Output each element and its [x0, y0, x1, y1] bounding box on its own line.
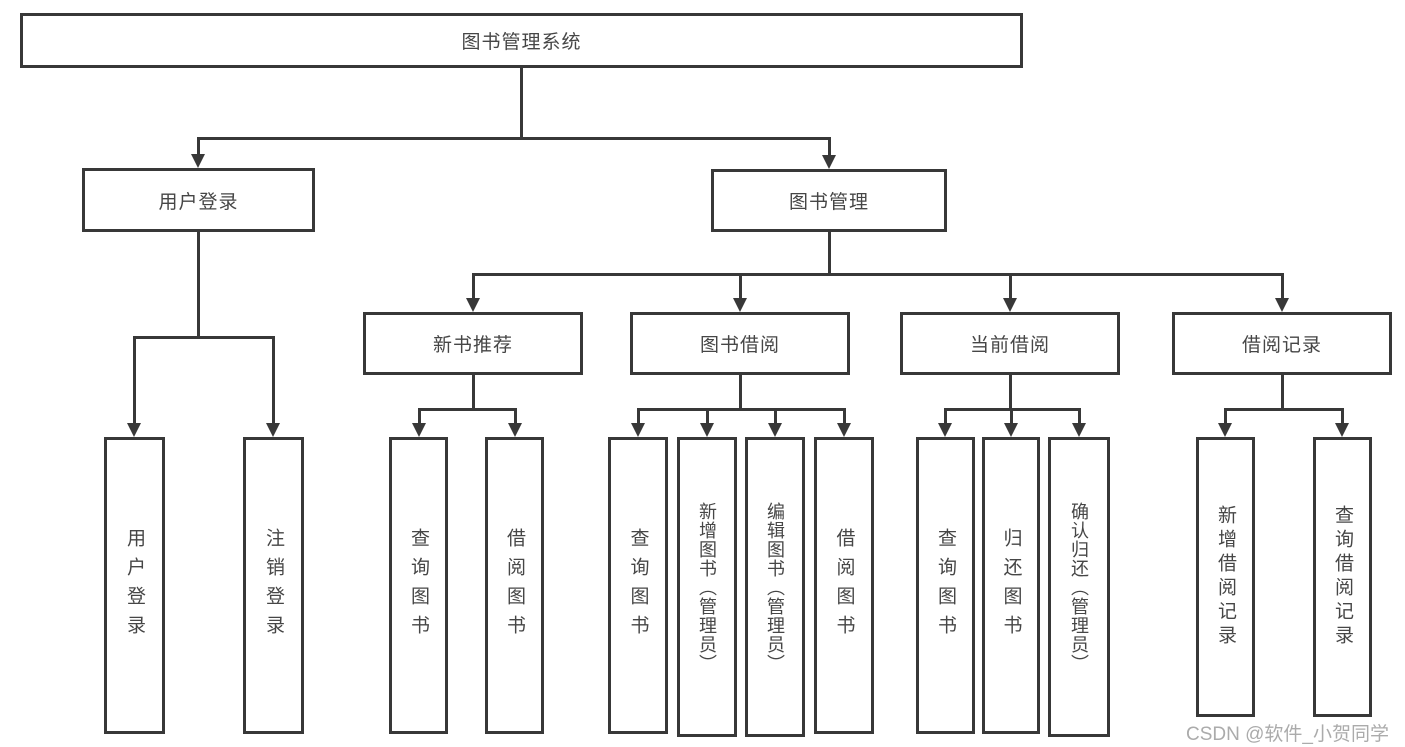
arrowhead-g3l2 [700, 423, 714, 437]
leaf-logout-label: 注销登录 [263, 527, 284, 644]
node-user-login: 用户登录 [82, 168, 315, 232]
drop-borrow-records [1281, 273, 1284, 301]
drop-g4l1 [944, 408, 947, 426]
watermark: CSDN @软件_小贺同学 [1186, 724, 1389, 745]
node-library-system: 图书管理系统 [20, 13, 1023, 68]
bracket-book-mgmt [472, 273, 1284, 276]
bracket-level2 [197, 137, 831, 140]
connector-user-login-stem [197, 232, 200, 336]
arrowhead-book-mgmt [822, 155, 836, 169]
drop-g4l3 [1078, 408, 1081, 426]
arrowhead-g5l2 [1335, 423, 1349, 437]
leaf-return-books-label: 归还图书 [1000, 527, 1022, 644]
arrowhead-g4l3 [1072, 423, 1086, 437]
drop-g2l2 [514, 408, 517, 426]
node-book-borrowing: 图书借阅 [630, 312, 850, 375]
arrowhead-g5l1 [1218, 423, 1232, 437]
arrowhead-borrow-records [1275, 298, 1289, 312]
node-book-management: 图书管理 [711, 169, 947, 232]
connector-borrow-records-stem [1281, 375, 1284, 408]
leaf-add-borrow-record: 新增借阅记录 [1196, 437, 1255, 717]
node-user-login-label: 用户登录 [158, 191, 239, 213]
leaf-user-login: 用户登录 [104, 437, 165, 734]
drop-book-borrow [739, 273, 742, 301]
bracket-book-borrow [637, 408, 846, 411]
arrowhead-g3l1 [631, 423, 645, 437]
leaf-add-books-admin: 新增图书（管理员） [677, 437, 737, 737]
node-book-management-label: 图书管理 [788, 192, 869, 213]
connector-book-mgmt-stem [828, 232, 831, 273]
arrowhead-user-login [191, 154, 205, 168]
leaf-newbooks-query-books: 查询图书 [389, 437, 448, 734]
arrowhead-new-books [466, 298, 480, 312]
leaf-newbooks-borrow-books-label: 借阅图书 [504, 527, 525, 644]
leaf-add-books-admin-label: 新增图书（管理员） [697, 501, 717, 673]
drop-leaf-user-login [133, 336, 136, 426]
drop-g3l2 [706, 408, 709, 426]
drop-g5l2 [1341, 408, 1344, 426]
leaf-confirm-return-admin-label: 确认归还（管理员） [1069, 501, 1089, 673]
drop-book-mgmt [828, 137, 831, 157]
leaf-current-query-books-label: 查询图书 [935, 527, 956, 644]
drop-g3l3 [774, 408, 777, 426]
leaf-return-books: 归还图书 [982, 437, 1040, 734]
drop-current-borrow [1009, 273, 1012, 301]
leaf-borrowing-borrow-books: 借阅图书 [814, 437, 874, 734]
connector-root-stem [520, 68, 523, 137]
node-new-book-recommend: 新书推荐 [363, 312, 583, 375]
drop-g3l1 [637, 408, 640, 426]
arrowhead-current-borrow [1003, 298, 1017, 312]
bracket-borrow-records [1224, 408, 1344, 411]
node-book-borrowing-label: 图书借阅 [699, 335, 780, 356]
node-current-borrowing: 当前借阅 [900, 312, 1120, 375]
drop-g3l4 [843, 408, 846, 426]
arrowhead-g2l1 [412, 423, 426, 437]
leaf-user-login-label: 用户登录 [124, 527, 145, 644]
drop-user-login [197, 137, 200, 156]
leaf-query-borrow-record-label: 查询借阅记录 [1332, 505, 1353, 649]
leaf-logout: 注销登录 [243, 437, 304, 734]
drop-leaf-logout [272, 336, 275, 426]
drop-new-books [472, 273, 475, 301]
leaf-newbooks-query-books-label: 查询图书 [408, 527, 429, 644]
node-borrowing-records: 借阅记录 [1172, 312, 1392, 375]
bracket-new-books [418, 408, 517, 411]
arrowhead-g4l1 [938, 423, 952, 437]
connector-current-borrow-stem [1009, 375, 1012, 408]
node-current-borrowing-label: 当前借阅 [969, 335, 1050, 356]
arrowhead-leaf-logout [266, 423, 280, 437]
connector-new-books-stem [472, 375, 475, 408]
arrowhead-g2l2 [508, 423, 522, 437]
arrowhead-book-borrow [733, 298, 747, 312]
arrowhead-leaf-user-login [127, 423, 141, 437]
leaf-borrowing-query-books-label: 查询图书 [627, 527, 649, 644]
leaf-edit-books-admin-label: 编辑图书（管理员） [765, 501, 785, 673]
leaf-confirm-return-admin: 确认归还（管理员） [1048, 437, 1110, 737]
leaf-borrowing-borrow-books-label: 借阅图书 [833, 527, 855, 644]
drop-g5l1 [1224, 408, 1227, 426]
arrowhead-g3l4 [837, 423, 851, 437]
arrowhead-g3l3 [768, 423, 782, 437]
leaf-add-borrow-record-label: 新增借阅记录 [1215, 505, 1236, 649]
leaf-query-borrow-record: 查询借阅记录 [1313, 437, 1372, 717]
node-library-system-label: 图书管理系统 [461, 32, 582, 53]
leaf-newbooks-borrow-books: 借阅图书 [485, 437, 544, 734]
drop-g4l2 [1010, 408, 1013, 426]
connector-book-borrow-stem [739, 375, 742, 408]
arrowhead-g4l2 [1004, 423, 1018, 437]
node-borrowing-records-label: 借阅记录 [1241, 335, 1322, 356]
node-new-book-recommend-label: 新书推荐 [432, 335, 513, 356]
leaf-edit-books-admin: 编辑图书（管理员） [745, 437, 805, 737]
drop-g2l1 [418, 408, 421, 426]
leaf-current-query-books: 查询图书 [916, 437, 975, 734]
leaf-borrowing-query-books: 查询图书 [608, 437, 668, 734]
bracket-user-login [133, 336, 275, 339]
